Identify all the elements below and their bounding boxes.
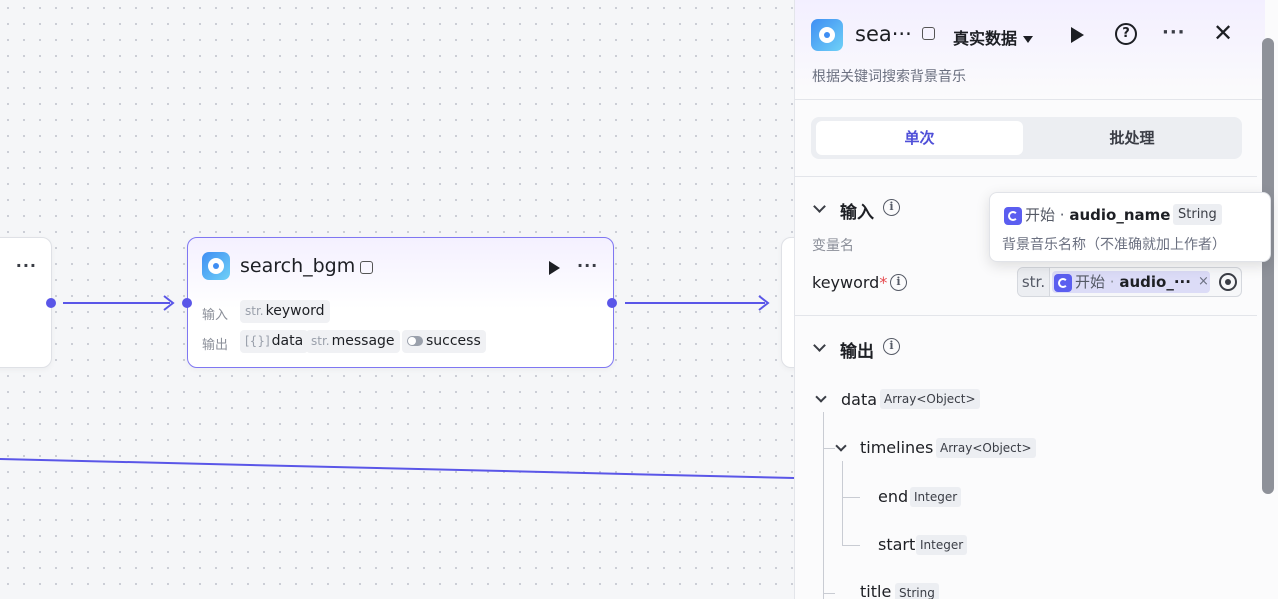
type-selector[interactable]: str. (1018, 268, 1050, 296)
output-row-label: 输出 (202, 338, 229, 353)
variable-name-header: 变量名 (812, 238, 854, 254)
node-title: search_bgm (240, 255, 356, 277)
output-section-title: 输出 (840, 342, 874, 362)
clear-reference-icon[interactable]: × (1198, 274, 1209, 289)
edge-arrow-right (758, 295, 770, 311)
tree-item-data: data (841, 390, 878, 409)
data-mode-select[interactable]: 真实数据 (953, 25, 1034, 49)
tree-guide (823, 593, 835, 594)
chevron-down-icon[interactable] (835, 440, 847, 452)
type-tag: Integer (916, 535, 968, 555)
edge-arrow-left (163, 295, 175, 311)
tree-item-end: end (878, 487, 909, 506)
type-tag: Array<Object> (880, 389, 980, 409)
type-tag: String (1173, 204, 1222, 225)
plugin-badge-icon (922, 27, 935, 40)
app-icon (811, 19, 843, 51)
tree-item-title: title (860, 582, 892, 599)
panel-scrollbar[interactable] (1262, 38, 1274, 494)
output-chip-message: str.message (306, 330, 400, 353)
chevron-down-icon[interactable] (813, 200, 826, 213)
variable-tooltip: 开始 · audio_name String 背景音乐名称（不准确就加上作者） (989, 192, 1271, 262)
start-node-icon (1004, 206, 1022, 225)
tree-item-start: start (878, 535, 916, 554)
keyword-reference-field[interactable]: str. 开始 · audio_··· × (1017, 267, 1242, 297)
tree-guide (842, 461, 843, 546)
tab-single[interactable]: 单次 (816, 121, 1023, 155)
reference-chip[interactable]: 开始 · audio_··· (1052, 271, 1210, 293)
output-chip-data: [{}]data (240, 330, 309, 353)
divider (795, 176, 1257, 177)
node-search-bgm[interactable]: search_bgm ··· 输入 str.keyword 输出 [{}]dat… (187, 237, 614, 368)
node-detail-panel: sea··· 真实数据 ? ··· ✕ 根据关键词搜索背景音乐 单次 批处理 输… (794, 0, 1278, 599)
more-icon[interactable]: ··· (15, 256, 37, 275)
input-section-title: 输入 (840, 203, 874, 223)
info-icon[interactable]: i (883, 199, 900, 216)
type-tag: Array<Object> (936, 438, 1036, 458)
port-previous-out[interactable] (46, 298, 56, 308)
keyword-label: keyword* (812, 273, 888, 292)
info-icon[interactable]: i (890, 274, 907, 291)
tree-guide (823, 412, 824, 599)
tooltip-description: 背景音乐名称（不准确就加上作者） (1002, 237, 1226, 253)
info-icon[interactable]: i (883, 338, 900, 355)
tree-guide (842, 497, 860, 498)
chevron-down-icon[interactable] (815, 391, 827, 403)
caret-down-icon (1023, 36, 1034, 43)
run-icon[interactable] (549, 261, 560, 275)
tab-batch[interactable]: 批处理 (1109, 129, 1155, 147)
workflow-canvas[interactable]: ··· search_bgm ··· 输入 str.keyword 输出 [{}… (0, 0, 794, 599)
type-tag: String (895, 583, 939, 599)
help-icon[interactable]: ? (1115, 23, 1137, 45)
panel-header: sea··· 真实数据 ? ··· ✕ 根据关键词搜索背景音乐 (795, 0, 1265, 100)
input-chip-keyword: str.keyword (240, 300, 330, 323)
divider (795, 315, 1257, 316)
output-chip-success: success (402, 330, 486, 353)
tree-item-timelines: timelines (860, 438, 934, 457)
toggle-icon (407, 336, 423, 346)
close-icon[interactable]: ✕ (1213, 19, 1234, 47)
port-search-bgm-out[interactable] (607, 298, 617, 308)
variable-picker-icon[interactable] (1219, 273, 1237, 291)
more-icon[interactable]: ··· (1162, 22, 1186, 43)
port-search-bgm-in[interactable] (182, 298, 192, 308)
input-row-label: 输入 (202, 308, 229, 323)
panel-description: 根据关键词搜索背景音乐 (812, 69, 966, 85)
type-tag: Integer (910, 487, 962, 507)
panel-title: sea··· (855, 22, 912, 46)
run-mode-tabs: 单次 批处理 (811, 117, 1242, 159)
run-icon[interactable] (1071, 27, 1084, 43)
node-next[interactable] (781, 237, 794, 368)
tree-guide (842, 545, 860, 546)
app-icon (202, 252, 230, 280)
plugin-badge-icon (360, 261, 373, 274)
node-previous[interactable]: ··· (0, 237, 52, 368)
edge-bottom (0, 458, 794, 479)
edge-layer (0, 295, 794, 479)
chevron-down-icon[interactable] (813, 339, 826, 352)
tree-guide (823, 448, 835, 449)
more-icon[interactable]: ··· (577, 256, 599, 275)
start-node-icon (1054, 273, 1072, 292)
